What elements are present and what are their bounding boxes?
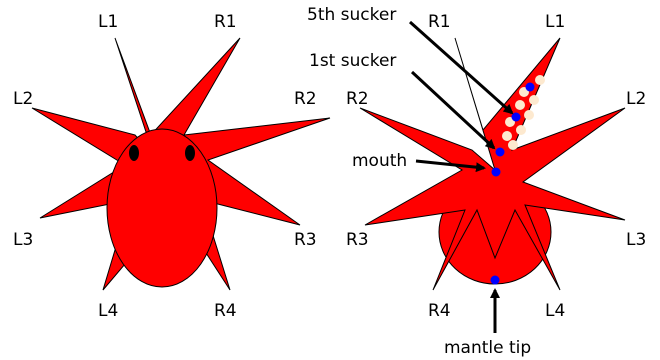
dorsal-label-R1: R1 — [214, 12, 237, 32]
ventral-label-R3: R3 — [346, 230, 369, 250]
eye-left — [129, 145, 139, 161]
first-sucker-dot — [512, 113, 521, 122]
fifth-sucker-arrow — [410, 22, 512, 113]
ventral-label-R4: R4 — [428, 301, 451, 321]
mouth-dot-lower — [492, 168, 501, 177]
dorsal-label-R3: R3 — [294, 230, 317, 250]
ventral-label-R2: R2 — [346, 89, 369, 109]
ventral-label-L2: L2 — [626, 89, 646, 109]
dorsal-label-L2: L2 — [13, 89, 33, 109]
sucker — [529, 95, 539, 105]
ventral-label-L4: L4 — [545, 301, 565, 321]
ventral-label-L3: L3 — [626, 230, 646, 250]
dorsal-label-L4: L4 — [98, 301, 118, 321]
mouth-label: mouth — [352, 151, 407, 171]
dorsal-label-R2: R2 — [294, 89, 317, 109]
mantle-tip-label: mantle tip — [444, 338, 531, 358]
sucker — [508, 140, 518, 150]
sucker — [524, 110, 534, 120]
fifth-sucker-dot — [526, 83, 535, 92]
sucker — [535, 75, 545, 85]
dorsal-mantle — [107, 129, 217, 287]
sucker — [515, 100, 525, 110]
fifth-sucker-label: 5th sucker — [307, 5, 396, 25]
first-sucker-label: 1st sucker — [309, 51, 396, 71]
dorsal-view: L1 R1 L2 R2 L3 R3 L4 R4 — [13, 12, 330, 321]
dorsal-label-L3: L3 — [13, 230, 33, 250]
eye-right — [185, 145, 195, 161]
ventral-label-L1: L1 — [545, 12, 565, 32]
mouth-dot — [496, 148, 505, 157]
dorsal-label-L1: L1 — [98, 12, 118, 32]
sucker — [516, 125, 526, 135]
mantle-tip-dot — [491, 276, 500, 285]
dorsal-label-R4: R4 — [214, 301, 237, 321]
ventral-label-R1: R1 — [428, 12, 451, 32]
ventral-view: 5th sucker 1st sucker mouth mantle tip R… — [307, 5, 646, 358]
sucker — [502, 131, 512, 141]
